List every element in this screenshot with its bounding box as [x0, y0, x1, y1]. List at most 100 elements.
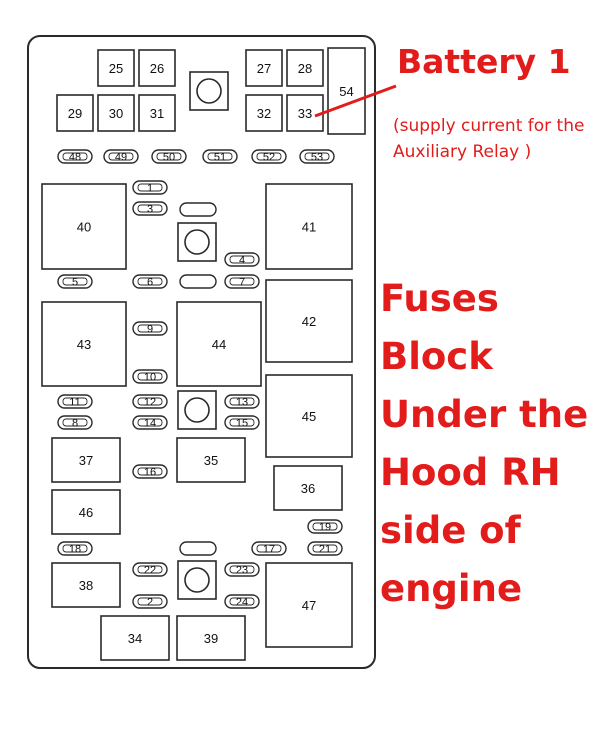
fuse-53-label: 53 — [311, 152, 323, 164]
relay-28-label: 28 — [298, 61, 312, 76]
relay-46-label: 46 — [79, 505, 93, 520]
fuse-2-label: 2 — [147, 597, 153, 609]
fuse-1: 1 — [132, 180, 168, 195]
battery-1-note: (supply current for the Auxiliary Relay … — [393, 116, 585, 162]
relay-44: 44 — [176, 301, 262, 387]
fuse-15-label: 15 — [236, 418, 248, 430]
fuse-5-label: 5 — [72, 277, 78, 289]
relay-25: 25 — [97, 49, 135, 87]
fuse-14-label: 14 — [144, 418, 156, 430]
relay-47: 47 — [265, 562, 353, 648]
fuse-19-label: 19 — [319, 522, 331, 534]
relay-54-label: 54 — [339, 84, 353, 99]
battery-1-label: Battery 1 — [397, 42, 571, 81]
battery-pointer-line — [314, 84, 397, 118]
fuse-10-label: 10 — [144, 372, 156, 384]
fuse-52: 52 — [251, 149, 287, 164]
fuse-block-title: Fuses Block Under the Hood RH side of en… — [380, 277, 589, 610]
fuse-8-label: 8 — [72, 418, 78, 430]
fuse-50: 50 — [151, 149, 187, 164]
fuse-14: 14 — [132, 415, 168, 430]
relay-37-label: 37 — [79, 453, 93, 468]
fuse-12: 12 — [132, 394, 168, 409]
fuse-18: 18 — [57, 541, 93, 556]
fuse-12-label: 12 — [144, 397, 156, 409]
fuse-10: 10 — [132, 369, 168, 384]
relay-44-label: 44 — [212, 337, 226, 352]
relay-30: 30 — [97, 94, 135, 132]
fuse-16: 16 — [132, 464, 168, 479]
fuse-9-label: 9 — [147, 324, 153, 336]
relay-28: 28 — [286, 49, 324, 87]
fuse-1-label: 1 — [147, 183, 153, 195]
fuse-slot-blank-1 — [179, 202, 217, 217]
relay-27-label: 27 — [257, 61, 271, 76]
fuse-6-label: 6 — [147, 277, 153, 289]
fuse-8: 8 — [57, 415, 93, 430]
fuse-49: 49 — [103, 149, 139, 164]
terminal-stud-4 — [177, 560, 217, 600]
relay-34-label: 34 — [128, 631, 142, 646]
fuse-49-label: 49 — [115, 152, 127, 164]
relay-29-label: 29 — [68, 106, 82, 121]
fuse-17-label: 17 — [263, 544, 275, 556]
fuse-13-label: 13 — [236, 397, 248, 409]
relay-36: 36 — [273, 465, 343, 511]
fuse-51: 51 — [202, 149, 238, 164]
relay-39-label: 39 — [204, 631, 218, 646]
fuse-3: 3 — [132, 201, 168, 216]
fuse-18-label: 18 — [69, 544, 81, 556]
fuse-slot-blank-2 — [179, 274, 217, 289]
terminal-stud-1 — [189, 71, 229, 111]
fuse-3-label: 3 — [147, 204, 153, 216]
relay-42: 42 — [265, 279, 353, 363]
fuse-15: 15 — [224, 415, 260, 430]
relay-30-label: 30 — [109, 106, 123, 121]
terminal-stud-2 — [177, 222, 217, 262]
relay-35-label: 35 — [204, 453, 218, 468]
fuse-7-label: 7 — [239, 277, 245, 289]
relay-31-label: 31 — [150, 106, 164, 121]
relay-45-label: 45 — [302, 409, 316, 424]
fuse-53: 53 — [299, 149, 335, 164]
fuse-22-label: 22 — [144, 565, 156, 577]
fuse-21: 21 — [307, 541, 343, 556]
fuse-6: 6 — [132, 274, 168, 289]
relay-32-label: 32 — [257, 106, 271, 121]
relay-27: 27 — [245, 49, 283, 87]
relay-32: 32 — [245, 94, 283, 132]
fuse-4-label: 4 — [239, 255, 245, 267]
relay-37: 37 — [51, 437, 121, 483]
fuse-52-label: 52 — [263, 152, 275, 164]
fuse-22: 22 — [132, 562, 168, 577]
relay-40: 40 — [41, 183, 127, 270]
fuse-17: 17 — [251, 541, 287, 556]
relay-42-label: 42 — [302, 314, 316, 329]
relay-45: 45 — [265, 374, 353, 458]
relay-43-label: 43 — [77, 337, 91, 352]
fuse-9: 9 — [132, 321, 168, 336]
fuse-slot-blank-3 — [179, 541, 217, 556]
relay-41-label: 41 — [302, 220, 316, 235]
relay-38-label: 38 — [79, 578, 93, 593]
relay-26: 26 — [138, 49, 176, 87]
relay-39: 39 — [176, 615, 246, 661]
relay-33-label: 33 — [298, 106, 312, 121]
fuse-23: 23 — [224, 562, 260, 577]
relay-34: 34 — [100, 615, 170, 661]
relay-31: 31 — [138, 94, 176, 132]
fuse-7: 7 — [224, 274, 260, 289]
relay-33: 33 — [286, 94, 324, 132]
fuse-51-label: 51 — [214, 152, 226, 164]
fuse-2: 2 — [132, 594, 168, 609]
fuse-5: 5 — [57, 274, 93, 289]
relay-47-label: 47 — [302, 598, 316, 613]
fuse-24-label: 24 — [236, 597, 248, 609]
relay-36-label: 36 — [301, 481, 315, 496]
relay-26-label: 26 — [150, 61, 164, 76]
fuse-21-label: 21 — [319, 544, 331, 556]
relay-54: 54 — [327, 47, 366, 135]
relay-43: 43 — [41, 301, 127, 387]
relay-46: 46 — [51, 489, 121, 535]
